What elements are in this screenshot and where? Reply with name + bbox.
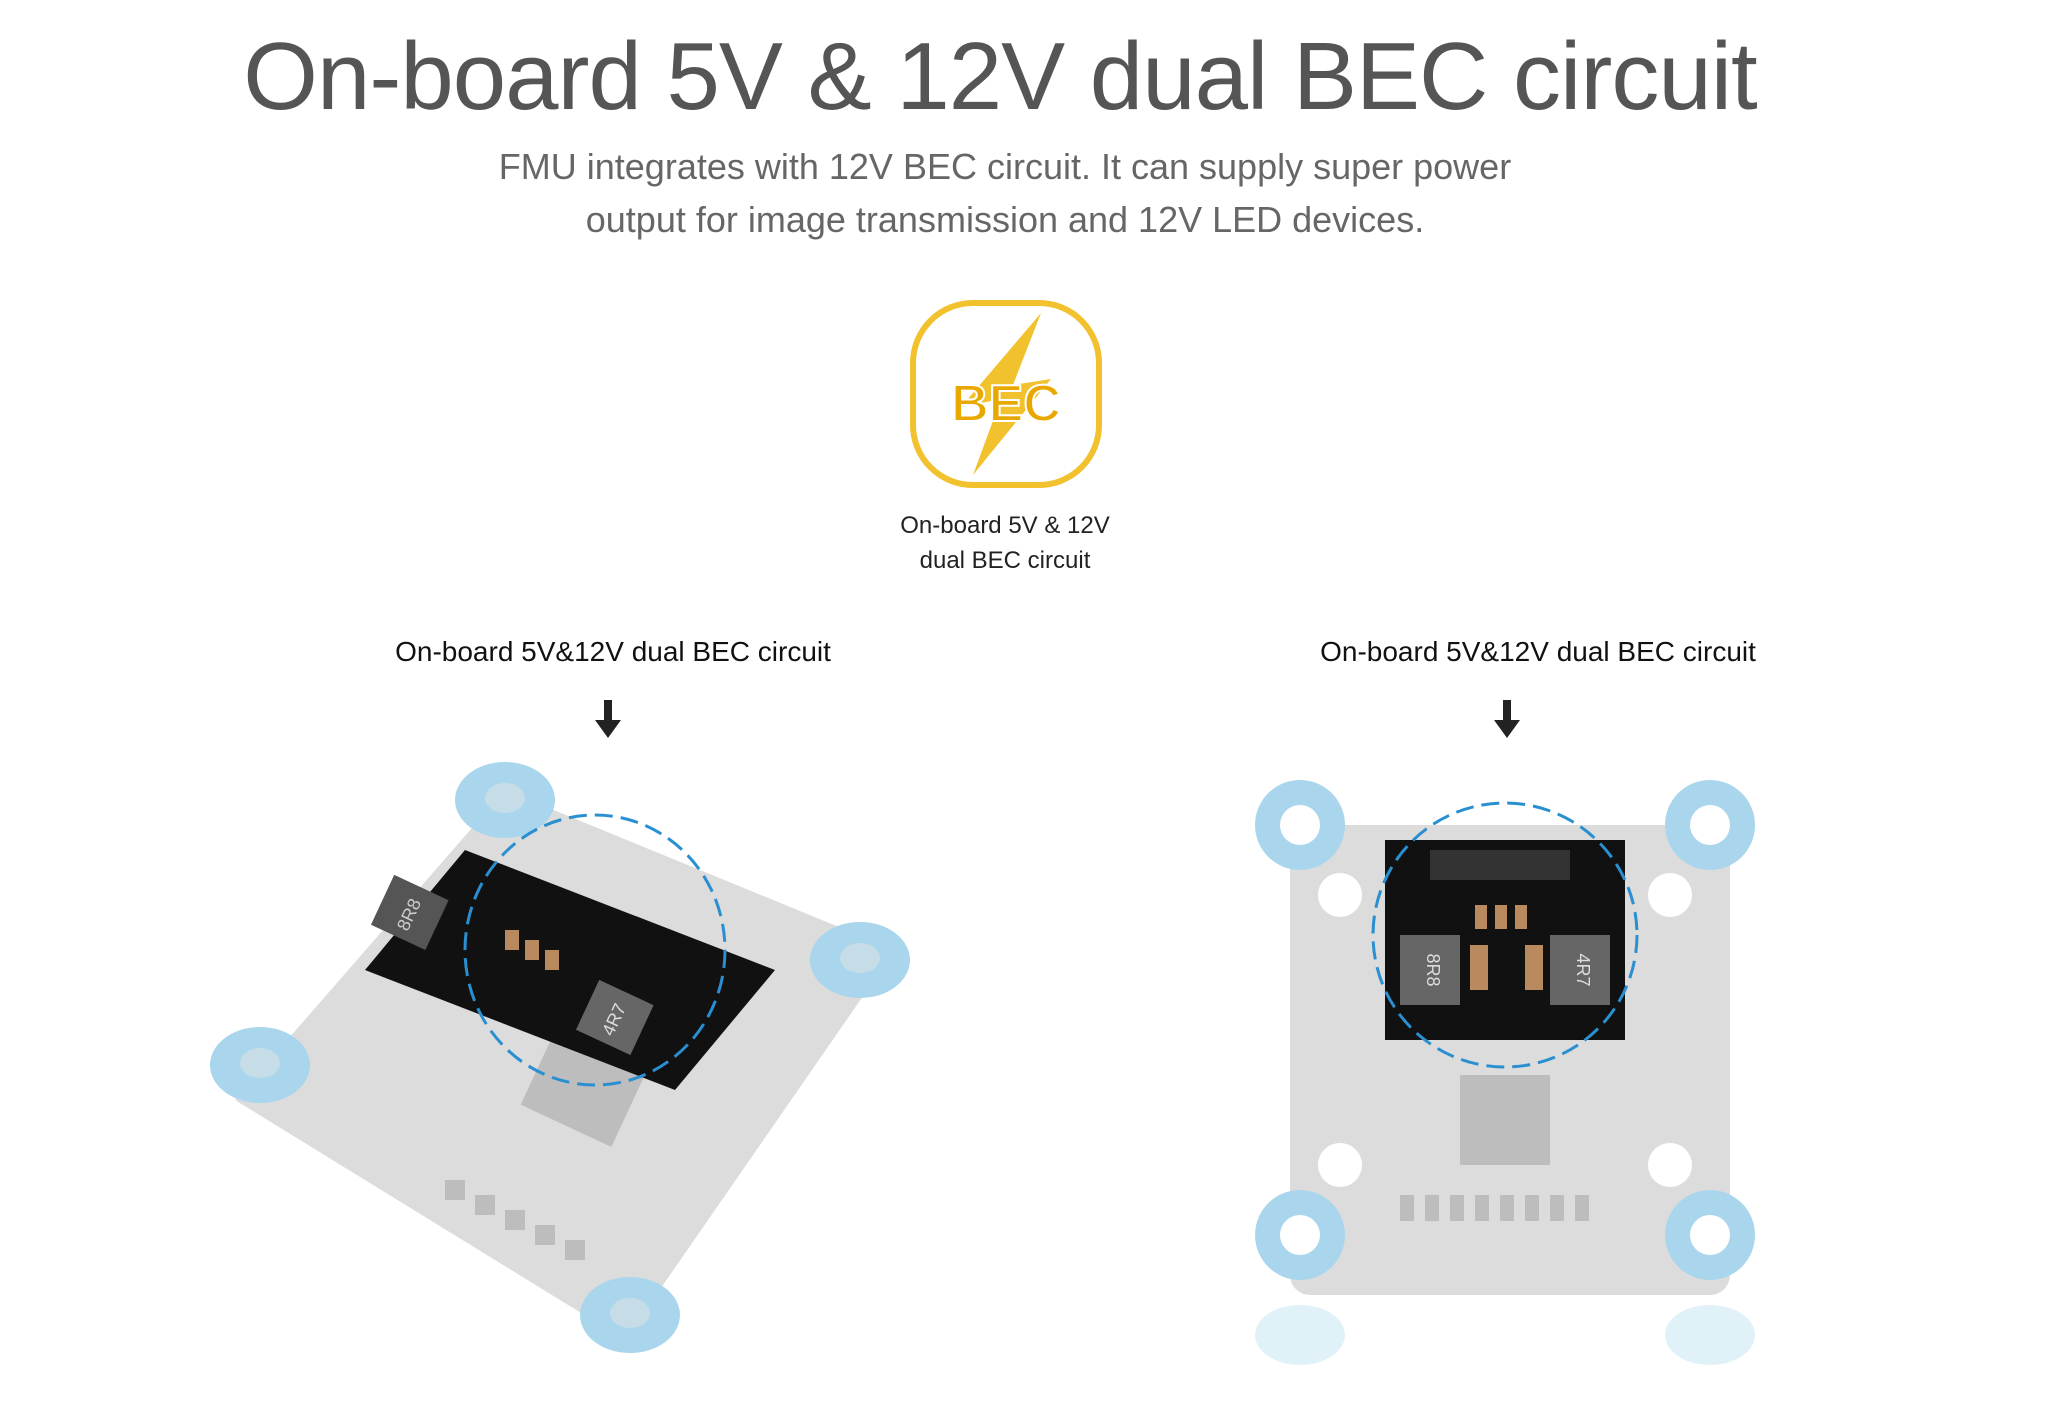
svg-text:BEC: BEC — [951, 375, 1061, 433]
page-subtitle: FMU integrates with 12V BEC circuit. It … — [0, 140, 2010, 246]
caption-line: On-board 5V & 12V — [900, 512, 1110, 539]
arrow-down-icon — [595, 700, 621, 738]
highlight-circle — [1371, 801, 1639, 1069]
inductor-label: 8R8 — [1423, 953, 1443, 986]
right-view-label: On-board 5V&12V dual BEC circuit — [1320, 636, 1756, 667]
subtitle-line: output for image transmission and 12V LE… — [585, 199, 1425, 240]
bec-lightning-icon: BEC — [910, 300, 1102, 488]
highlight-circle — [463, 813, 727, 1087]
page-title: On-board 5V & 12V dual BEC circuit — [243, 23, 1757, 130]
feature-caption: On-board 5V & 12V dual BEC circuit — [855, 508, 1155, 578]
flight-controller-angled-image: 8R8 4R7 — [210, 762, 910, 1353]
caption-line: dual BEC circuit — [919, 547, 1091, 574]
flight-controller-top-image: 8R8 4R7 — [1255, 780, 1755, 1365]
left-view-label: On-board 5V&12V dual BEC circuit — [395, 636, 831, 667]
inductor-label: 4R7 — [1573, 953, 1593, 986]
arrow-down-icon — [1494, 700, 1520, 738]
subtitle-line: FMU integrates with 12V BEC circuit. It … — [498, 146, 1512, 187]
